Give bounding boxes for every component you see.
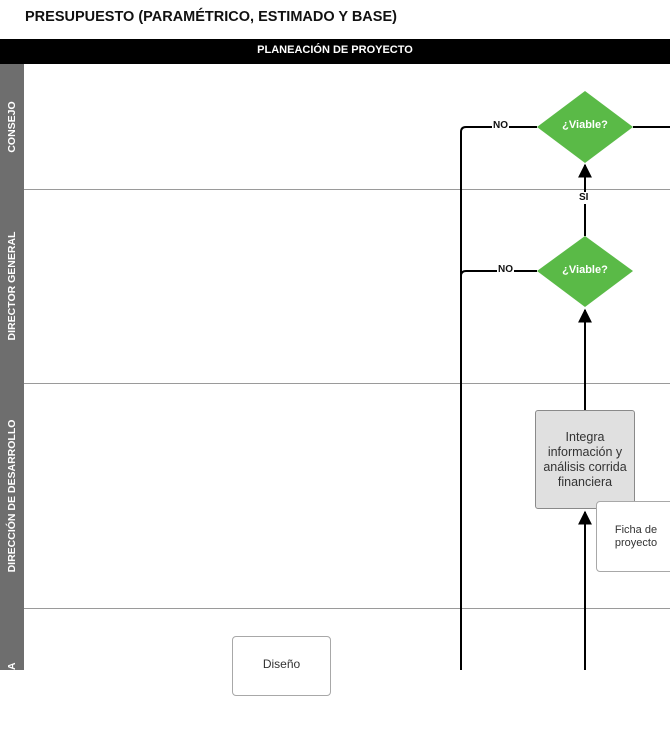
edge-label-no-consejo: NO	[492, 120, 509, 132]
document-ficha-proyecto: Ficha de proyecto	[596, 501, 670, 572]
pool-header: PLANEACIÓN DE PROYECTO	[0, 39, 670, 64]
lane-divider	[24, 608, 670, 609]
lane-divider	[24, 189, 670, 190]
lane-band	[0, 64, 24, 670]
edge-label-no-director: NO	[497, 264, 514, 276]
decision-viable-consejo	[537, 91, 633, 163]
decision-viable-director	[537, 236, 633, 307]
decision-label-consejo: ¿Viable?	[562, 119, 608, 131]
process-integra-informacion: Integra información y análisis corrida f…	[535, 410, 635, 509]
lane-divider	[24, 383, 670, 384]
connector-no-director	[460, 270, 537, 670]
diagram-title: PRESUPUESTO (PARAMÉTRICO, ESTIMADO Y BAS…	[25, 9, 397, 25]
connector-no-consejo	[460, 126, 537, 670]
decision-label-director: ¿Viable?	[562, 264, 608, 276]
edge-label-si: SI	[578, 192, 590, 204]
process-diseno: Diseño	[232, 636, 331, 696]
flow-canvas	[460, 91, 670, 670]
